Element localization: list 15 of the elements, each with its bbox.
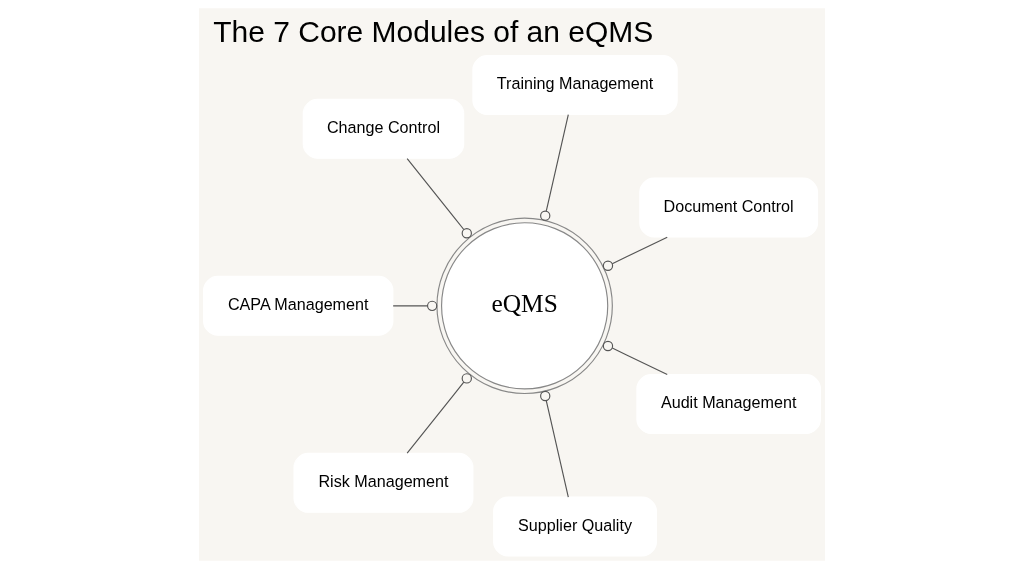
connector [540, 114, 569, 221]
connector [540, 390, 569, 498]
connector [392, 300, 438, 312]
node-box: CAPA Management [203, 275, 394, 336]
node-box: Change Control [302, 98, 465, 159]
node-box: Document Control [639, 177, 819, 238]
diagram-title: The 7 Core Modules of an eQMS [213, 14, 654, 48]
connector [602, 236, 668, 271]
node-box: Supplier Quality [493, 496, 657, 557]
node-box: Audit Management [636, 374, 821, 435]
connector [602, 340, 668, 376]
node-box: Risk Management [293, 452, 474, 513]
node-box: Training Management [472, 55, 678, 116]
connector [406, 373, 472, 454]
connector [406, 157, 472, 239]
